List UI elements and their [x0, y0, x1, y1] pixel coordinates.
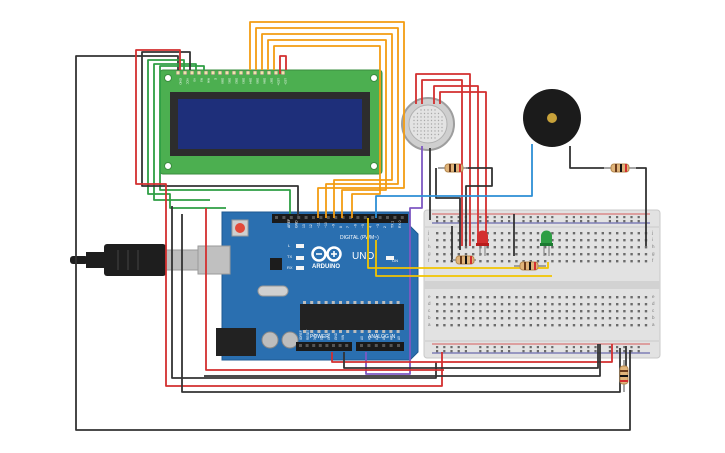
digital-pin-label: ~9: [331, 224, 335, 228]
l-label: L: [288, 243, 291, 248]
lcd-pin-label: GND: [179, 78, 183, 86]
digital-label: DIGITAL (PWM~): [340, 235, 379, 241]
power-jack: [216, 328, 256, 356]
lcd-pin-label: VCC: [186, 78, 190, 85]
digital-pin-label: AREF: [287, 219, 291, 228]
power-pin-label: IOREF: [299, 330, 303, 340]
digital-pin-label: RX 0: [398, 220, 402, 228]
digital-header: [272, 214, 408, 223]
power-pin-label: GND: [327, 332, 331, 340]
row-letter: e: [652, 294, 655, 299]
led-red[interactable]: [476, 230, 489, 257]
resistor-buzzer: [604, 163, 636, 173]
analog-pin-label: A5: [397, 336, 401, 340]
row-letter: i: [428, 237, 429, 242]
atmega-chip: [300, 304, 404, 330]
lcd-pin-label: DB0: [221, 78, 225, 84]
analog-pin-label: A2: [375, 336, 379, 340]
power-pin-label: RESET: [306, 329, 310, 340]
row-letter: h: [652, 244, 655, 249]
power-pin-label: 5V: [320, 335, 324, 340]
row-letter: h: [428, 244, 431, 249]
row-letter: e: [428, 294, 431, 299]
digital-pin-label: ~3: [376, 224, 380, 228]
arduino-brand: ARDUINO: [312, 264, 340, 270]
digital-pin-label: 8: [339, 226, 343, 228]
digital-pin-label: 2: [383, 226, 387, 228]
gas-sensor[interactable]: [401, 97, 455, 151]
digital-pin-label: TX 1: [391, 221, 395, 228]
digital-pin-label: 12: [309, 224, 313, 228]
lcd-pin-label: DB1: [228, 78, 232, 84]
resistor-bottom: [619, 360, 629, 392]
row-letter: f: [652, 258, 654, 263]
lcd-pin-label: DB7: [270, 78, 274, 84]
usb-cable: [70, 244, 199, 276]
analog-pin-label: A3: [382, 336, 386, 340]
tx-label: TX: [287, 254, 292, 259]
analog-pin-label: A1: [367, 336, 371, 340]
reset-button[interactable]: [235, 223, 245, 233]
power-pin-label: 3.3V: [313, 333, 317, 340]
analog-header: [356, 342, 404, 351]
rx-label: RX: [287, 265, 293, 270]
resistor-gas: [438, 163, 468, 173]
digital-pin-label: 4: [368, 226, 372, 228]
lcd-pin-label: E: [214, 78, 218, 80]
lcd-screen: [178, 99, 362, 149]
digital-pin-label: GND: [294, 220, 298, 228]
lcd-pin-label: DB2: [235, 78, 239, 84]
lcd-pin-label: V0: [193, 78, 197, 82]
analog-pin-label: A4: [390, 336, 394, 340]
power-pin-label: GND: [334, 332, 338, 340]
digital-pin-label: ~5: [361, 224, 365, 228]
digital-pin-label: 13: [302, 224, 306, 228]
analog-label: ANALOG IN: [368, 334, 396, 340]
lcd-pin-label: LED+: [277, 78, 281, 86]
arduino-logo: [311, 246, 342, 262]
resistor-led-green: [514, 261, 546, 271]
row-letter: b: [428, 315, 431, 320]
analog-pin-label: A0: [360, 336, 364, 340]
row-letter: f: [428, 258, 430, 263]
power-label: POWER: [310, 334, 329, 340]
row-letter: g: [428, 251, 431, 256]
lcd-pin-label: LED-: [284, 78, 288, 85]
row-letter: g: [652, 251, 655, 256]
usb-port: [197, 245, 231, 275]
digital-pin-label: ~11: [317, 222, 321, 228]
row-letter: c: [428, 308, 431, 313]
power-pin-label: VIN: [341, 334, 345, 340]
row-letter: d: [652, 301, 655, 306]
power-header: [296, 342, 352, 351]
lcd-pin-label: DB4: [249, 78, 253, 84]
row-letter: a: [428, 322, 431, 327]
lcd-pin-label: DB3: [242, 78, 246, 84]
digital-pin-label: ~6: [354, 224, 358, 228]
arduino-model: UNO: [352, 251, 374, 262]
digital-pin-label: ~10: [324, 222, 328, 228]
row-letter: a: [652, 322, 655, 327]
lcd-pin-label: RW: [207, 78, 211, 83]
led-green[interactable]: [540, 230, 553, 257]
row-letter: d: [428, 301, 431, 306]
arduino-board[interactable]: ARDUINO UNO DIGITAL (PWM~) POWER ANALOG …: [197, 211, 419, 361]
piezo-buzzer[interactable]: [523, 89, 581, 147]
row-letter: j: [651, 230, 653, 235]
resistor-led-red: [452, 255, 476, 265]
row-letter: i: [652, 237, 653, 242]
lcd-pin-label: RS: [200, 78, 204, 82]
digital-pin-label: 7: [346, 226, 350, 228]
row-letter: c: [652, 308, 655, 313]
row-letter: b: [652, 315, 655, 320]
on-label: ON: [392, 258, 398, 263]
row-letter: j: [427, 230, 429, 235]
lcd-pin-label: DB6: [263, 78, 267, 84]
lcd-pin-label: DB5: [256, 78, 260, 84]
